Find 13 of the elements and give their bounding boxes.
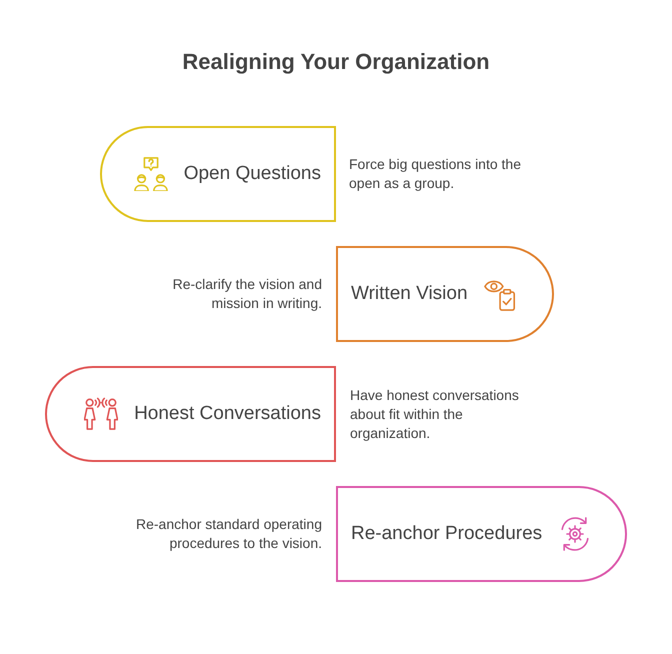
- step-card: [100, 126, 336, 222]
- description-text: Force big questions into the open as a group.: [349, 155, 522, 193]
- step-heading: Re-anchor Procedures: [351, 522, 542, 546]
- description-text: Re-clarify the vision and mission in writing.: [172, 275, 322, 313]
- step-heading: Written Vision: [351, 282, 468, 306]
- title: Realigning Your Organization: [181, 48, 491, 76]
- step-card: [336, 246, 554, 342]
- step-card: [336, 486, 627, 582]
- step-card: [45, 366, 336, 462]
- step-heading: Honest Conversations: [134, 402, 321, 426]
- step-heading: Open Questions: [184, 162, 321, 186]
- description-text: Re-anchor standard operating procedures to the vision.: [134, 515, 322, 553]
- description-text: Have honest conversations about fit within the organization.: [350, 386, 520, 442]
